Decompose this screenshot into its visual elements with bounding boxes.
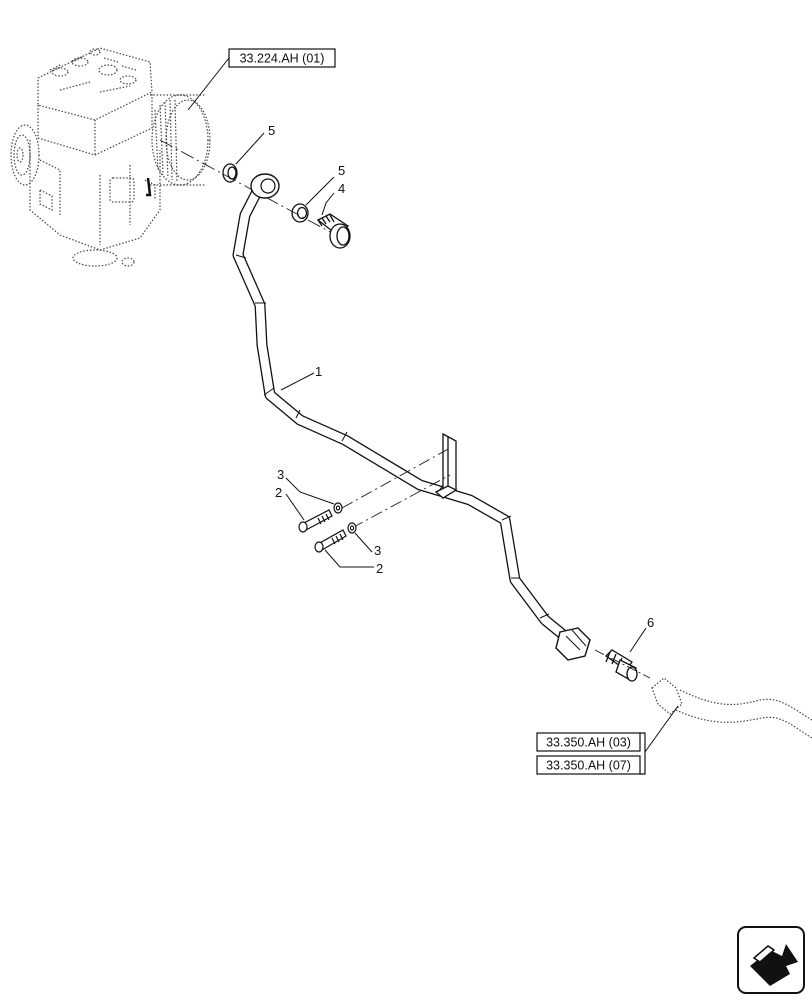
seal-washer-upper xyxy=(222,163,238,183)
reference-label-compressor[interactable]: 33.224.AH (01) xyxy=(240,52,325,66)
callout-leaders xyxy=(235,132,647,653)
air-compressor-context xyxy=(10,47,211,267)
callout-5-upper: 5 xyxy=(268,123,275,138)
mounting-centerline-1 xyxy=(341,447,451,509)
reference-box-compressor[interactable]: 33.224.AH (01) xyxy=(228,48,336,68)
mounting-bolt-upper xyxy=(298,509,333,533)
callout-5-lower: 5 xyxy=(338,163,345,178)
washer-upper xyxy=(333,502,343,514)
adapter-fitting xyxy=(604,649,638,682)
mounting-centerline-2 xyxy=(351,474,451,529)
reference-bracket-hose xyxy=(640,732,646,775)
callout-3-lower: 3 xyxy=(374,543,381,558)
reference-box-hose-07[interactable]: 33.350.AH (07) xyxy=(536,755,641,775)
callout-4: 4 xyxy=(338,181,345,196)
reference-label-hose-03[interactable]: 33.350.AH (03) xyxy=(546,736,631,750)
reference-label-hose-07[interactable]: 33.350.AH (07) xyxy=(546,759,631,773)
next-page-arrow-icon[interactable] xyxy=(737,926,805,994)
callout-2-upper: 2 xyxy=(275,485,282,500)
brake-pipe xyxy=(232,173,591,661)
downstream-hose-context xyxy=(651,677,812,739)
callout-1: 1 xyxy=(315,364,322,379)
callout-6: 6 xyxy=(647,615,654,630)
compressor-lever xyxy=(146,177,152,197)
reference-box-hose-03[interactable]: 33.350.AH (03) xyxy=(536,732,641,752)
banjo-bolt xyxy=(316,213,351,249)
seal-washer-lower xyxy=(291,203,309,223)
washer-lower xyxy=(347,522,357,534)
callout-2-lower: 2 xyxy=(376,561,383,576)
leader-reference-hose xyxy=(644,705,679,753)
mounting-bolt-lower xyxy=(314,529,347,553)
callout-3-upper: 3 xyxy=(277,467,284,482)
leader-reference-compressor xyxy=(187,57,230,111)
